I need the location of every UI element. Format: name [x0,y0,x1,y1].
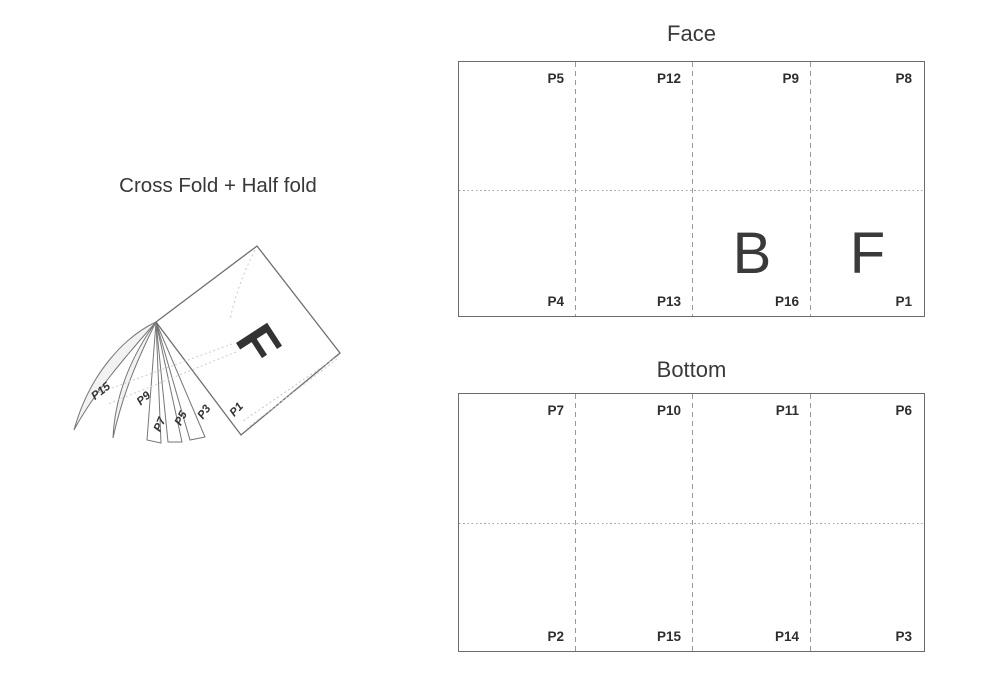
page-cell-label: P8 [895,71,912,86]
page-cell-label: P11 [775,403,799,418]
page-cell-label: P14 [774,629,799,644]
leaf-p5-shape [155,321,183,443]
face-fold-line-vertical-3 [810,62,811,316]
face-fold-line-vertical-2 [692,62,693,316]
page-cell-label: P5 [547,71,564,86]
bottom-fold-line-vertical-3 [810,394,811,651]
leaf-label-p7: P7 [152,415,169,433]
front-sheet-shape [155,245,341,436]
bottom-fold-line-vertical-1 [575,394,576,651]
page-cell-label: P4 [547,294,564,309]
fold-style-title: Cross Fold + Half fold [119,174,317,197]
bottom-sheet-grid: P7 P10 P11 P6 P2 P15 P14 P3 [458,393,925,652]
page-cell-label: P10 [656,403,681,418]
leaf-p15-shape [73,321,157,431]
page-edge-dotted-1 [242,355,339,422]
page-cell-label: P12 [656,71,681,86]
face-sheet-grid: P5 P12 P9 P8 P4 P13 P16 P1 B F [458,61,925,317]
page-cell-label: P13 [656,294,681,309]
face-sheet-title: Face [667,21,716,46]
leaf-p9-shape [112,321,157,439]
through-crease-dotted-2 [107,351,237,405]
page-cell-label: P7 [547,403,564,418]
page-cell-label: P1 [895,294,912,309]
leaf-p7-shape [146,321,162,444]
folded-paper-illustration: F P15 P9 P7 P5 P3 P1 [73,245,341,444]
page-cell-label: P9 [782,71,799,86]
bottom-sheet-title: Bottom [656,357,727,382]
back-cover-letter: B [732,220,772,286]
through-crease-dotted-1 [97,343,233,394]
page-cell-label: P15 [656,629,681,644]
leaf-label-p3: P3 [196,403,214,422]
face-fold-line-vertical-1 [575,62,576,316]
face-fold-line-horizontal [459,190,924,191]
bottom-fold-line-vertical-2 [692,394,693,651]
page-cell-label: P3 [895,629,912,644]
page-cell-label: P2 [547,629,564,644]
page-edge-dotted-2 [246,358,338,429]
front-cover-letter: F [849,220,886,286]
page-cell-label: P16 [774,294,799,309]
leaf-p3-shape [155,321,206,441]
page-cell-label: P6 [895,403,912,418]
bottom-fold-line-horizontal [459,523,924,524]
